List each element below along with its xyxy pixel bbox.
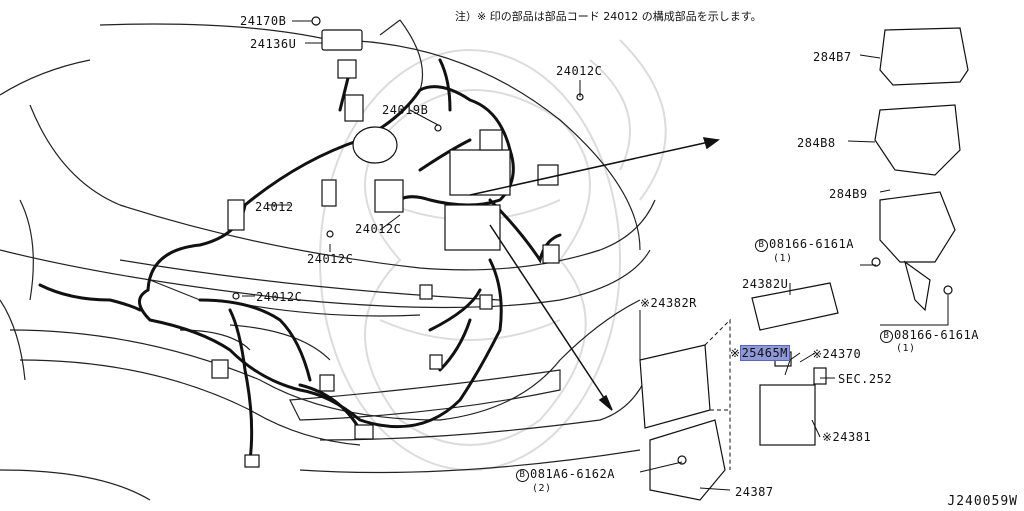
label-24382R: ※24382R [640, 296, 697, 310]
label-25465M[interactable]: ※25465M [730, 345, 790, 361]
label-24381: ※24381 [822, 430, 872, 444]
diagram-code: J240059W [947, 494, 1018, 509]
highlighted-part-25465M[interactable]: 25465M [739, 345, 790, 361]
label-24170B: 24170B [240, 14, 287, 28]
qty-bolt-b: (1) [896, 343, 916, 354]
bolt-b-part: 08166-6161A [894, 328, 979, 342]
qty-bolt-a: (1) [773, 253, 793, 264]
label-24136U: 24136U [250, 37, 297, 51]
label-24012C-left: 24012C [256, 290, 303, 304]
label-24012C-mid: 24012C [355, 222, 402, 236]
label-sec252: SEC.252 [838, 372, 893, 386]
watermark-emblem [319, 39, 667, 471]
bolt-a-part: 08166-6161A [769, 237, 854, 251]
parts-note: 注）※ 印の部品は部品コード 24012 の構成部品を示します。 [455, 10, 762, 23]
pointer-arrows [469, 137, 720, 411]
bolt-b-icon-2: B [880, 330, 893, 343]
label-24019B: 24019B [382, 103, 429, 117]
label-24012C-low: 24012C [307, 252, 354, 266]
label-284B7: 284B7 [813, 50, 852, 64]
label-24382U: 24382U [742, 277, 789, 291]
relay-box-parts [639, 27, 969, 501]
wiring-harness [38, 58, 562, 462]
asterisk-mark: ※ [730, 346, 741, 360]
bolt-c-part: 081A6-6162A [530, 467, 615, 481]
bolt-b-icon: B [755, 239, 768, 252]
label-284B8: 284B8 [797, 136, 836, 150]
label-24387: 24387 [735, 485, 774, 499]
label-24012C-top: 24012C [556, 64, 603, 78]
bolt-b-icon-3: B [516, 469, 529, 482]
label-284B9: 284B9 [829, 187, 868, 201]
leader-lines [242, 20, 949, 491]
qty-bolt-c: (2) [532, 483, 552, 494]
label-24370: ※24370 [812, 347, 862, 361]
label-24012: 24012 [255, 200, 294, 214]
